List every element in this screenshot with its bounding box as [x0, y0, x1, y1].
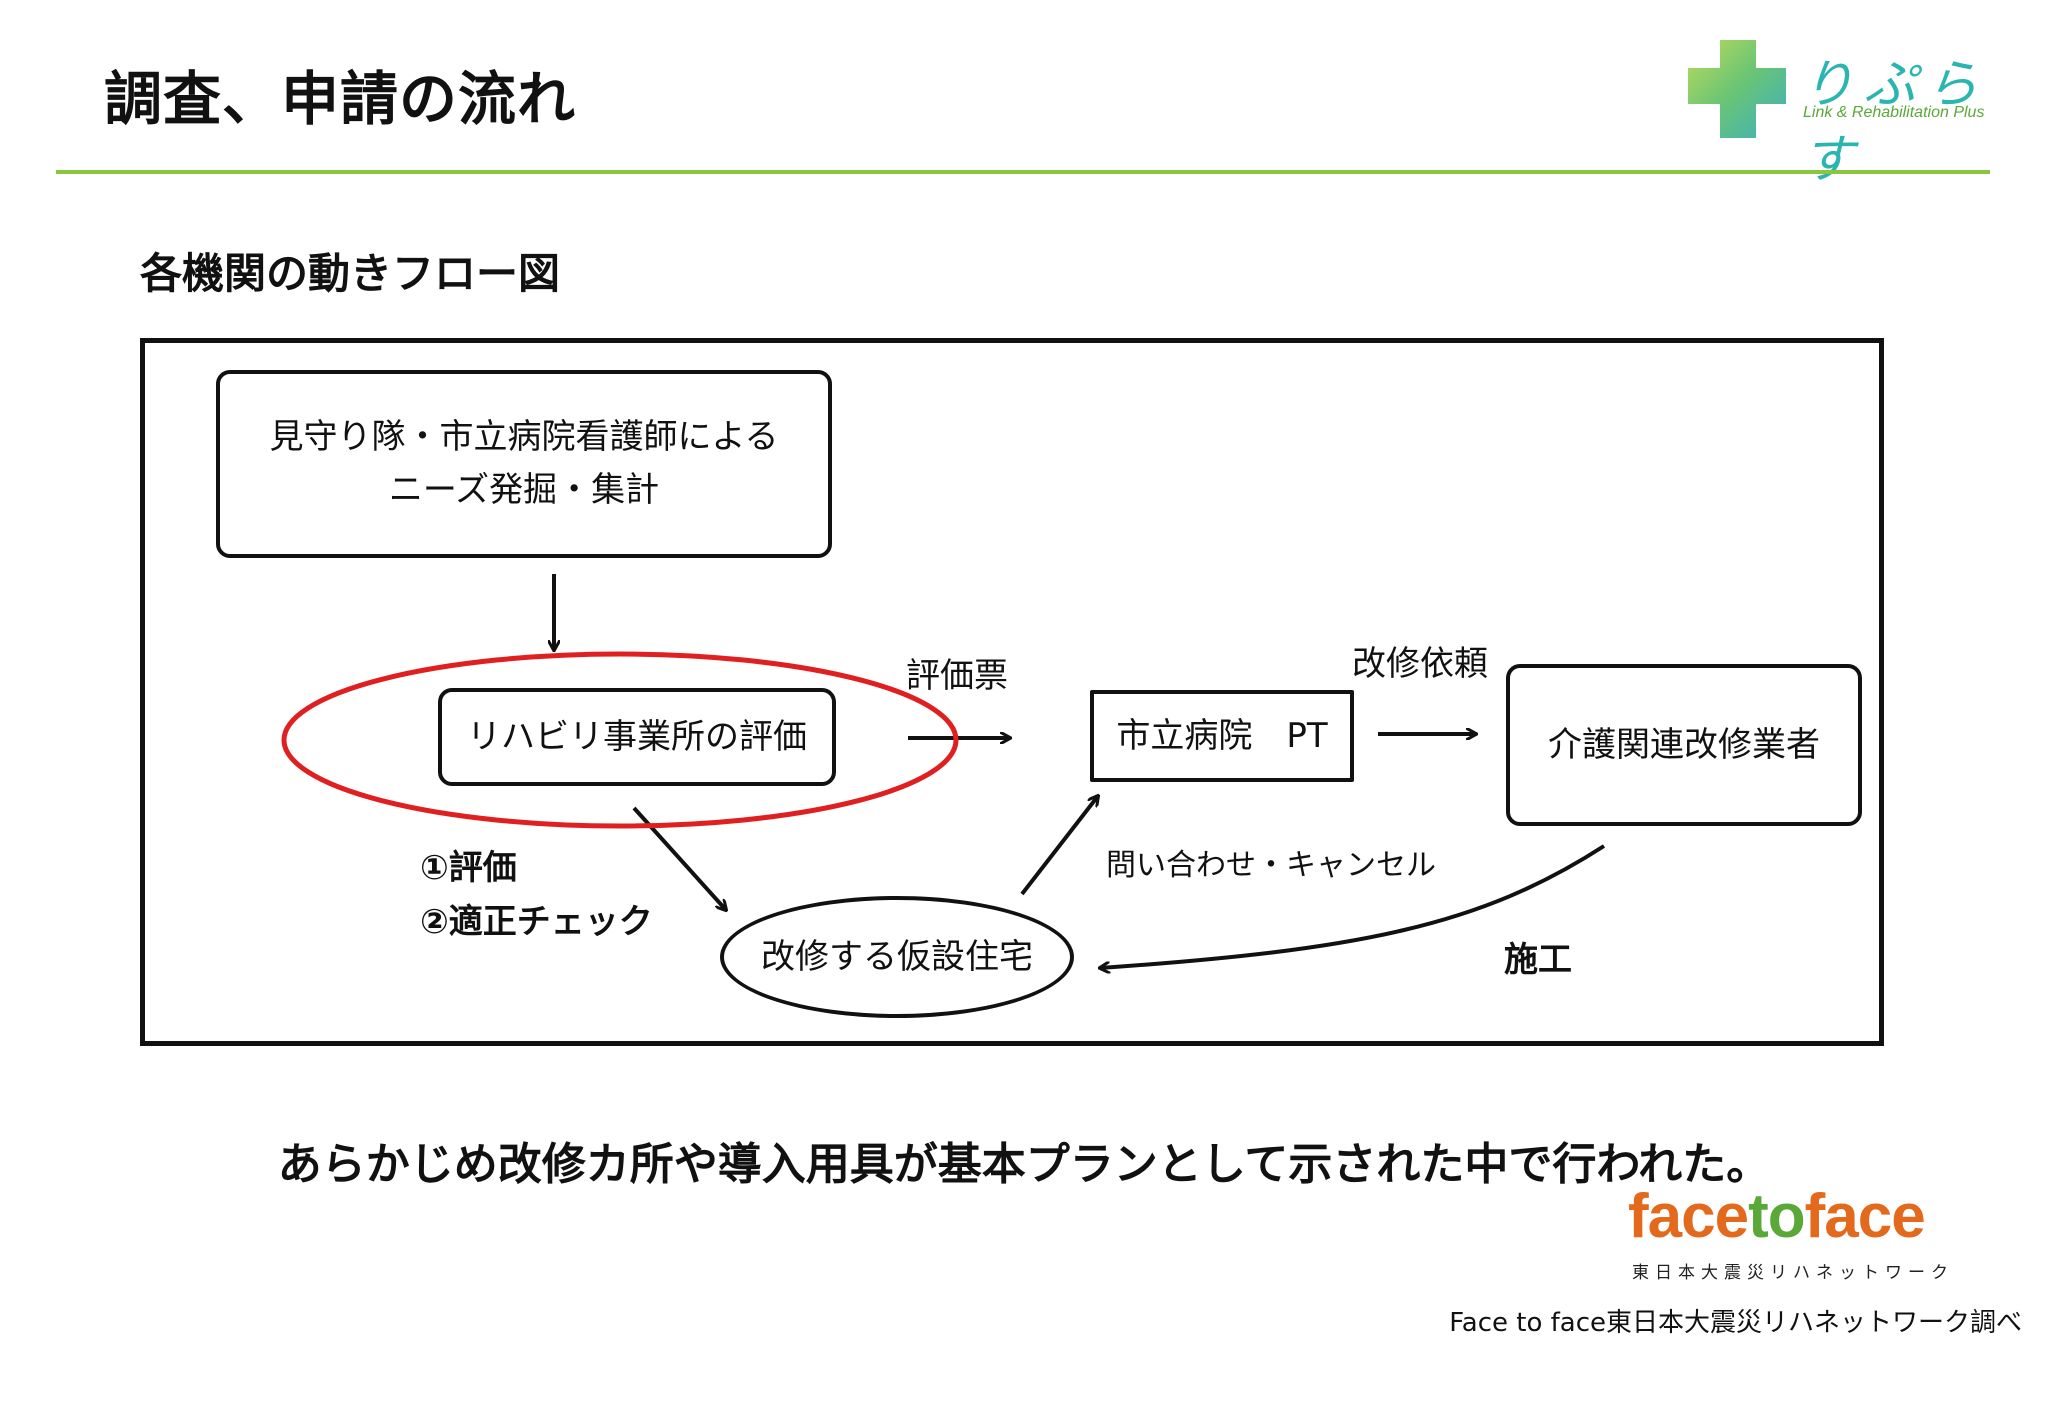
ripurasu-logo-mark	[1688, 40, 1786, 138]
node-city-hospital-pt: 市立病院 PT	[1090, 690, 1354, 782]
header-divider	[56, 170, 1990, 174]
label-step-evaluation: ①評価	[420, 848, 517, 888]
ftf-logo-part2: to	[1748, 1182, 1806, 1251]
node-contractor-label: 介護関連改修業者	[1548, 724, 1820, 765]
node-needs: 見守り隊・市立病院看護師による ニーズ発掘・集計	[216, 370, 832, 558]
ftf-logo-part3: face	[1804, 1182, 1926, 1251]
node-housing-label: 改修する仮設住宅	[761, 936, 1033, 977]
node-rehab-evaluation: リハビリ事業所の評価	[438, 688, 836, 786]
caption-text: あらかじめ改修カ所や導入用具が基本プランとして示された中で行われた。	[277, 1139, 1771, 1190]
highlight-rehab-evaluation	[281, 651, 959, 829]
diagram-subtitle: 各機関の動きフロー図	[140, 249, 561, 298]
page-title: 調査、申請の流れ	[104, 65, 577, 133]
node-rehab-label: リハビリ事業所の評価	[467, 716, 807, 757]
ftf-logo-part1: face	[1628, 1182, 1749, 1251]
label-renovation-request: 改修依頼	[1352, 644, 1488, 684]
label-step-check: ②適正チェック	[420, 902, 653, 942]
ripurasu-logo-text: りぷらす	[1802, 55, 1989, 190]
node-contractor: 介護関連改修業者	[1506, 664, 1862, 826]
label-construction: 施工	[1504, 940, 1572, 980]
node-temporary-housing: 改修する仮設住宅	[720, 896, 1074, 1018]
face-to-face-logo: facetoface	[1628, 1186, 1926, 1248]
node-needs-label: 見守り隊・市立病院看護師による ニーズ発掘・集計	[269, 417, 779, 510]
source-note: Face to face東日本大震災リハネットワーク調べ	[1449, 1308, 2022, 1338]
label-eval-form: 評価票	[906, 656, 1008, 696]
face-to-face-logo-subtitle: 東日本大震災リハネットワーク	[1632, 1263, 1954, 1283]
node-hospital-label: 市立病院 PT	[1116, 715, 1328, 756]
label-inquiry-cancel: 問い合わせ・キャンセル	[1106, 848, 1436, 883]
arrow-housing-to-hospital	[1020, 796, 1098, 896]
diagram-frame	[140, 338, 1884, 1046]
ripurasu-logo-subtitle: Link & Rehabilitation Plus	[1803, 104, 1985, 121]
arrow-contractor-to-housing	[1100, 844, 1606, 968]
